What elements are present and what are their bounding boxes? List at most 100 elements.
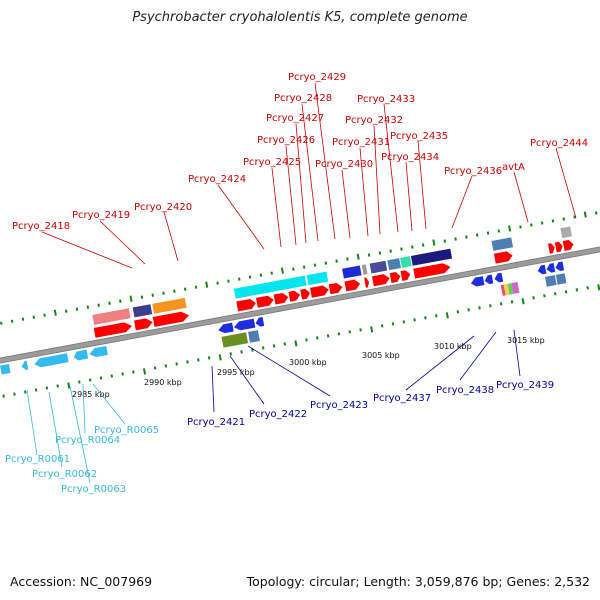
gene-label[interactable]: Pcryo_2422 [249, 409, 307, 420]
gene-label[interactable]: Pcryo_R0062 [32, 469, 97, 480]
forward-gene [134, 318, 153, 331]
tick-mark [45, 386, 49, 390]
tick-mark [32, 315, 36, 319]
tick-mark [367, 253, 371, 257]
gene-label[interactable]: Pcryo_2438 [436, 385, 494, 396]
forward-gene [310, 285, 329, 298]
genome-backbone [0, 241, 600, 369]
gene-box-blue [342, 265, 362, 279]
tick-mark [43, 313, 46, 317]
gene-label[interactable]: Pcryo_2435 [390, 131, 448, 142]
genome-summary-text: Topology: circular; Length: 3,059,876 bp… [246, 574, 590, 589]
gene-label[interactable]: Pcryo_2421 [187, 417, 245, 428]
gene-label[interactable]: Pcryo_R0064 [55, 435, 120, 446]
map-title: Psychrobacter cryohalolentis K5, complet… [132, 10, 468, 25]
tick-mark [142, 368, 147, 375]
tick-mark [229, 352, 233, 356]
gene-box-steel [248, 330, 260, 343]
gene-label[interactable]: Pcryo_2428 [274, 93, 332, 104]
gene-box-mint [400, 256, 412, 268]
gene-label[interactable]: avtA [502, 162, 525, 173]
tick-mark [594, 211, 598, 215]
tick-mark [175, 362, 178, 366]
reverse-gene [537, 264, 547, 275]
gene-label[interactable]: Pcryo_2437 [373, 393, 431, 404]
tick-mark [270, 271, 273, 275]
forward-gene [273, 292, 289, 305]
gene-label[interactable]: Pcryo_2419 [72, 210, 130, 221]
tick-mark [316, 336, 319, 340]
gene-label[interactable]: Pcryo_R0063 [61, 484, 126, 495]
scale-label: 3015 kbp [507, 336, 545, 345]
gene-label[interactable]: Pcryo_2424 [188, 174, 246, 185]
tick-mark [551, 219, 555, 223]
reverse-gene-labels: Pcryo_2421 Pcryo_2422 Pcryo_2423 Pcryo_2… [187, 329, 554, 428]
gene-box-cyan [233, 275, 307, 299]
tick-mark [543, 294, 546, 298]
tick-mark [346, 257, 349, 261]
tick-mark [164, 364, 168, 368]
tick-mark [132, 370, 135, 374]
tick-mark [467, 308, 470, 312]
tick-mark [530, 223, 533, 227]
gene-label[interactable]: Pcryo_2430 [315, 159, 373, 170]
gene-box-steel [555, 273, 567, 285]
gene-label[interactable]: Pcryo_2425 [243, 157, 301, 168]
scale-label: 3000 kbp [289, 358, 327, 367]
gene-label[interactable]: Pcryo_2423 [310, 400, 368, 411]
scale-label: 2985 kbp [72, 390, 110, 399]
gene-label[interactable]: Pcryo_2434 [381, 152, 439, 163]
forward-gene [400, 270, 411, 281]
tick-mark [248, 275, 252, 279]
tick-mark [216, 281, 219, 285]
tick-mark [140, 295, 144, 299]
reverse-gene [494, 272, 504, 283]
tick-mark [521, 298, 525, 305]
tick-mark [435, 314, 438, 318]
tick-mark [540, 221, 544, 225]
gene-box-multicolor [503, 283, 510, 296]
gene-label[interactable]: Pcryo_2431 [332, 137, 390, 148]
gene-label[interactable]: Pcryo_2436 [444, 166, 502, 177]
tick-mark [119, 299, 122, 303]
rna-gene-labels: Pcryo_R0061 Pcryo_R0062 Pcryo_R0063 Pcry… [5, 383, 159, 495]
forward-gene [328, 282, 343, 295]
tick-mark [186, 360, 189, 364]
gene-label[interactable]: Pcryo_2418 [12, 221, 70, 232]
tick-mark [356, 253, 360, 260]
tick-mark [465, 235, 468, 239]
gene-label[interactable]: Pcryo_2433 [357, 94, 415, 105]
forward-gene [288, 290, 301, 302]
tick-mark [2, 394, 5, 398]
forward-gene [371, 274, 390, 287]
gene-label[interactable]: Pcryo_2426 [257, 135, 315, 146]
tick-mark [432, 239, 436, 246]
reverse-gene [218, 322, 234, 334]
gene-label[interactable]: Pcryo_2432 [345, 115, 403, 126]
scale-label: 2990 kbp [144, 378, 182, 387]
tick-mark [34, 388, 38, 392]
tick-mark [508, 225, 512, 232]
gene-label[interactable]: Pcryo_2427 [266, 113, 324, 124]
gene-label[interactable]: Pcryo_2439 [496, 380, 554, 391]
tick-mark [335, 259, 338, 263]
scale-label: 3010 kbp [434, 342, 472, 351]
gene-label[interactable]: Pcryo_R0061 [5, 454, 70, 465]
tick-mark [486, 231, 490, 235]
gene-label[interactable]: Pcryo_2420 [134, 202, 192, 213]
tick-mark [53, 309, 57, 316]
tick-mark [13, 392, 16, 396]
gene-label[interactable]: Pcryo_2444 [530, 138, 588, 149]
tick-mark [283, 342, 287, 346]
gene-box-cyan [306, 271, 329, 286]
tick-mark [489, 304, 492, 308]
tick-mark [227, 279, 230, 283]
forward-gene [547, 243, 555, 254]
reverse-gene [555, 261, 565, 272]
gene-box-steel [387, 258, 401, 271]
gene-label[interactable]: Pcryo_R0065 [94, 425, 159, 436]
tick-mark [294, 340, 298, 347]
gene-label[interactable]: Pcryo_2429 [288, 72, 346, 83]
tick-mark [292, 267, 295, 271]
